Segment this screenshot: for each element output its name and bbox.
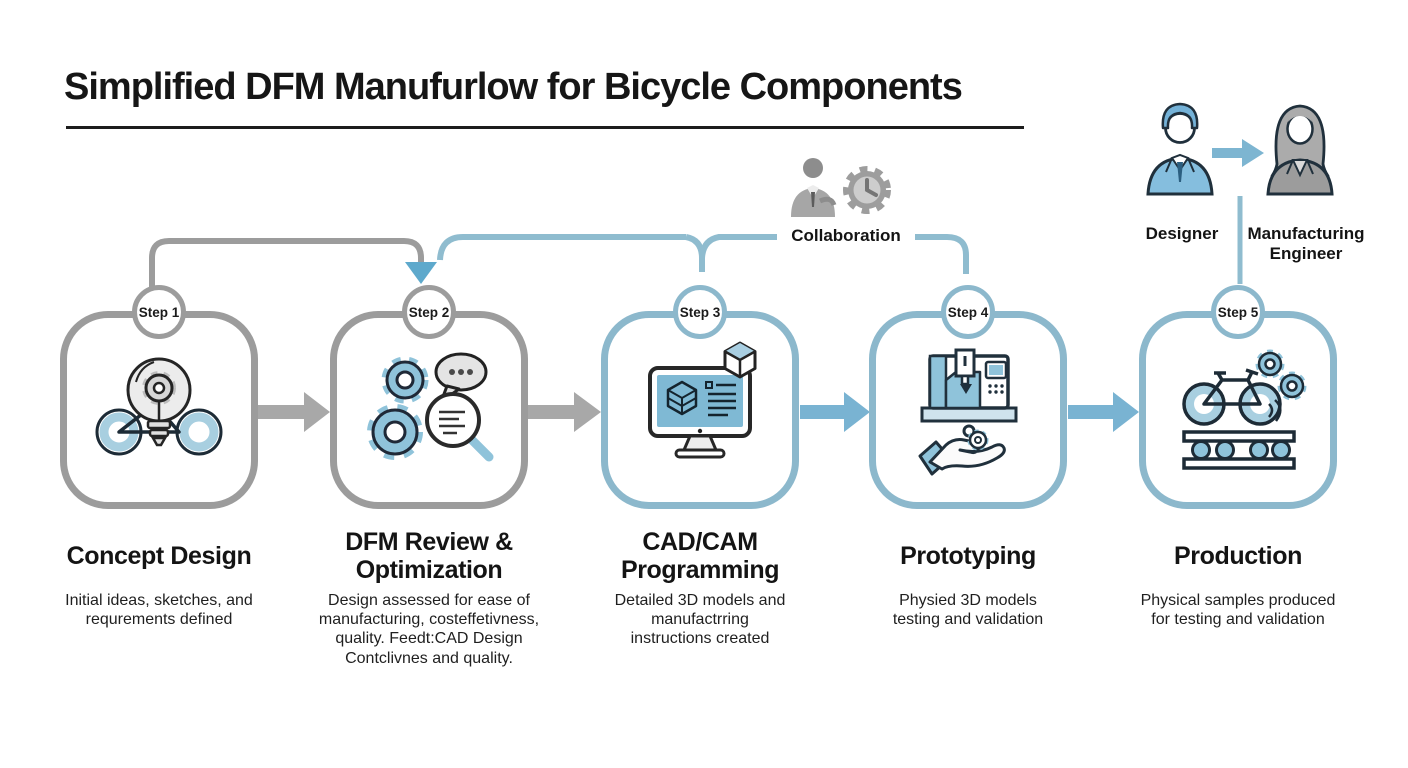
arrow-step3-step4 [800,392,870,432]
step-5-description: Physical samples produced for testing an… [1140,592,1336,629]
step-1-badge: Step 1 [132,285,186,339]
collaboration-label: Collaboration [791,226,901,245]
arrow-step1-step2 [258,392,330,432]
step-4-description: Physied 3D models testing and validation [892,592,1044,629]
collaboration-person-icon [791,158,837,217]
collaboration-line-right [915,234,969,274]
collaboration-gear-clock-icon [843,166,891,214]
step-3-description: Detailed 3D models and manufactrring ins… [614,592,786,648]
arrow-step2-step3 [528,392,601,432]
engineer-label: Manufacturing Engineer [1247,224,1365,263]
step-2-badge: Step 2 [402,285,456,339]
page-title: Simplified DFM Manufurlow for Bicycle Co… [64,66,963,108]
cadcam-monitor-cube-icon [648,341,757,459]
production-bicycle-conveyor-icon [1182,349,1307,470]
prototyping-cnc-hand-icon [918,348,1018,476]
step-4-title: Prototyping [900,542,1036,570]
step-1-title: Concept Design [66,542,252,570]
step-5-badge: Step 5 [1211,285,1265,339]
arrow-step4-step5 [1068,392,1139,432]
step-3-title: CAD/CAM Programming [620,528,780,584]
title-underline [66,126,1024,129]
step-5-box [1139,311,1337,509]
step-2-description: Design assessed for ease of manufacturin… [318,592,540,667]
designer-label: Designer [1145,224,1219,243]
step1-to-step2-feedback-line [149,238,424,290]
engineer-icon [1266,104,1334,196]
concept-bicycle-lightbulb-icon [95,357,223,456]
step-2-title: DFM Review & Optimization [345,528,513,584]
step-1-description: Initial ideas, sketches, and requrements… [65,592,253,629]
step-4-badge: Step 4 [941,285,995,339]
dfm-gears-magnifier-icon [367,352,494,462]
designer-icon [1146,102,1214,196]
step-5-title: Production [1174,542,1302,570]
feedback-down-arrowhead-icon [405,262,437,284]
collaboration-line-left [437,234,686,261]
collaboration-line-mid [699,234,777,259]
designer-to-engineer-arrow [1212,139,1264,167]
step-3-badge: Step 3 [673,285,727,339]
